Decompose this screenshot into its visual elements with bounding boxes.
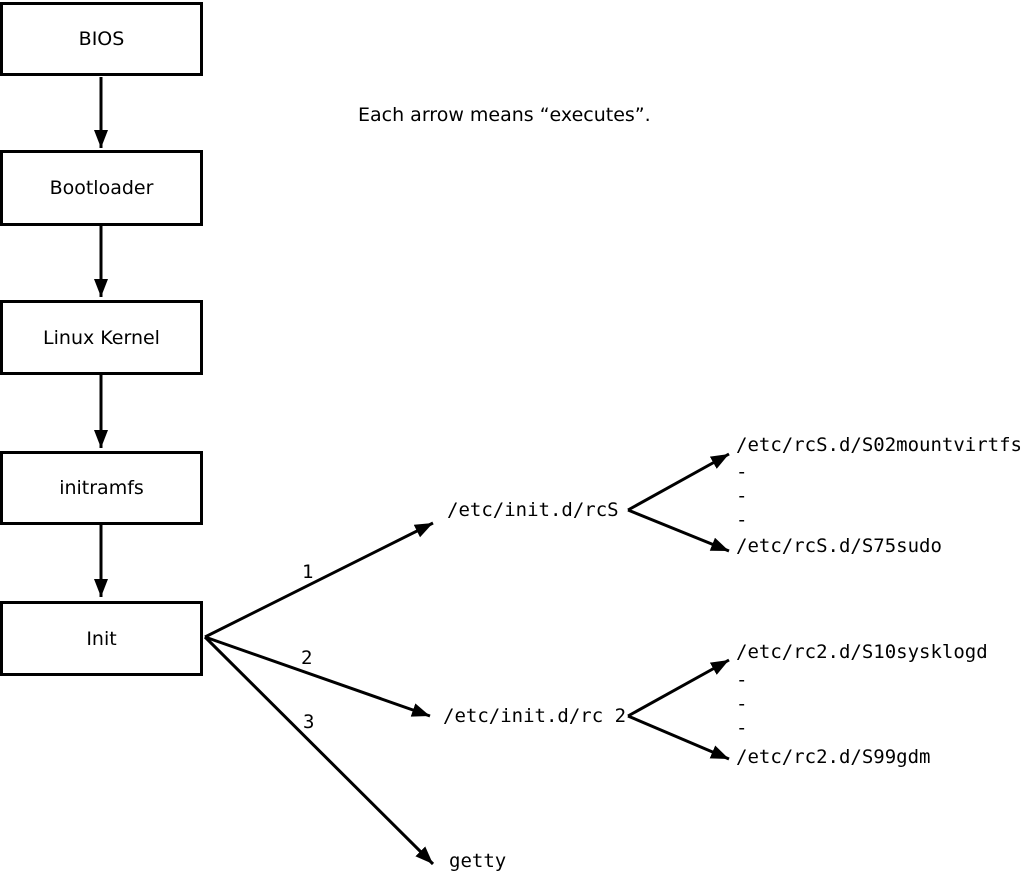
script-getty: getty: [449, 850, 507, 872]
node-bios-label: BIOS: [78, 28, 125, 50]
node-init: Init: [0, 601, 203, 676]
node-linux-kernel: Linux Kernel: [0, 300, 203, 375]
arrow-rcs-to-s02mountvirtfs: [627, 452, 730, 512]
node-bootloader: Bootloader: [0, 150, 203, 226]
arrow-order-label-3: 3: [303, 711, 315, 733]
script-rc2-child-dash-3: -: [736, 717, 748, 739]
script-rc2: /etc/init.d/rc 2: [443, 705, 627, 727]
script-rc2-child-dash-2: -: [736, 693, 748, 715]
node-bootloader-label: Bootloader: [49, 177, 154, 199]
script-rc2-child-s99gdm: /etc/rc2.d/S99gdm: [736, 746, 931, 768]
arrow-order-label-2: 2: [301, 647, 313, 669]
script-rcs-child-dash-3: -: [736, 509, 748, 531]
arrow-rcs-to-s75sudo: [627, 508, 730, 553]
node-initramfs: initramfs: [0, 451, 203, 525]
script-rcs: /etc/init.d/rcS: [447, 499, 619, 521]
node-linux-kernel-label: Linux Kernel: [43, 326, 160, 349]
script-rcs-child-dash-2: -: [736, 485, 748, 507]
arrow-rc2-to-s99gdm: [627, 714, 730, 761]
script-rcs-child-dash-1: -: [736, 461, 748, 483]
arrow-init-to-rc2: [204, 635, 431, 718]
script-rc2-child-s10sysklogd: /etc/rc2.d/S10sysklogd: [736, 641, 988, 663]
arrow-order-label-1: 1: [302, 561, 314, 583]
arrow-init-to-getty: [203, 635, 435, 866]
arrow-rc2-to-s10sysklogd: [627, 658, 730, 718]
script-rcs-child-s02mountvirtfs: /etc/rcS.d/S02mountvirtfs: [736, 434, 1022, 456]
node-initramfs-label: initramfs: [59, 477, 144, 499]
node-bios: BIOS: [0, 2, 203, 76]
node-init-label: Init: [86, 627, 117, 650]
legend-note: Each arrow means “executes”.: [358, 104, 651, 126]
script-rc2-child-dash-1: -: [736, 669, 748, 691]
script-rcs-child-s75sudo: /etc/rcS.d/S75sudo: [736, 535, 942, 557]
arrow-init-to-rcs: [204, 521, 434, 639]
